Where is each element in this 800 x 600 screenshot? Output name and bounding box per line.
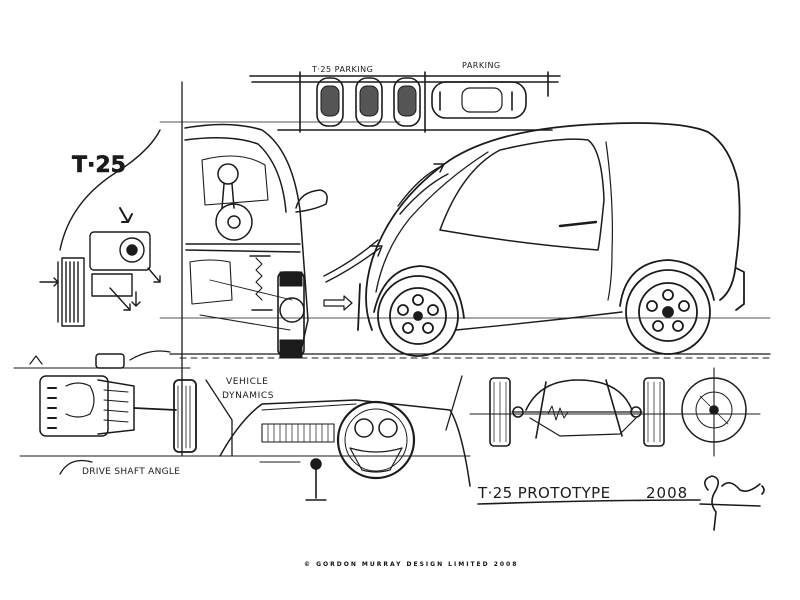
conventional-parked-car-icon	[431, 81, 527, 119]
front-wheel-icon	[377, 275, 459, 357]
t25-parked-car-icon	[355, 77, 383, 127]
view-transition-arrow-icon	[323, 163, 449, 311]
t25-parked-car-icon	[393, 77, 421, 127]
parking-label-t25: T·25 PARKING	[311, 65, 373, 74]
vehicle-dynamics-label-line1: VEHICLE	[226, 377, 268, 387]
parking-label-conventional: PARKING	[462, 61, 501, 70]
front-view-sketch	[184, 123, 328, 359]
t25-parked-car-icon	[316, 77, 344, 127]
vehicle-dynamics-label-line2: DYNAMICS	[222, 391, 274, 401]
drive-shaft-angle-label: DRIVE SHAFT ANGLE	[82, 467, 180, 477]
rear-suspension-sketch	[489, 367, 747, 457]
engine-gearbox-sketch	[13, 350, 197, 475]
interior-dashboard-sketch	[205, 375, 471, 501]
prototype-title: T·25 PROTOTYPE	[477, 484, 610, 502]
rear-wheel-icon	[625, 269, 711, 355]
cooling-airflow-sketch	[39, 129, 161, 327]
copyright-caption: © GORDON MURRAY DESIGN LIMITED 2008	[304, 561, 518, 568]
side-profile-car-sketch	[357, 122, 745, 331]
prototype-year: 2008	[646, 484, 688, 502]
title-underline	[477, 499, 761, 507]
designer-signature-mark	[704, 475, 765, 531]
t25-badge: T·25	[72, 153, 126, 178]
parking-comparison-strip	[249, 71, 561, 133]
